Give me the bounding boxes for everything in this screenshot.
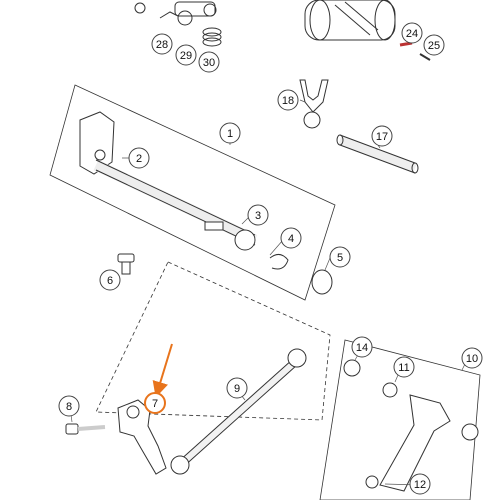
assembly-box-1 xyxy=(49,84,336,301)
svg-text:4: 4 xyxy=(288,233,294,245)
assembly-box-10 xyxy=(319,339,481,500)
callout-6: 6 xyxy=(99,269,121,291)
shift-drum-part xyxy=(304,0,396,41)
svg-text:2: 2 xyxy=(136,153,142,165)
shaft-part xyxy=(336,134,419,174)
svg-text:14: 14 xyxy=(356,342,368,354)
callout-3: 3 xyxy=(247,204,269,226)
svg-text:10: 10 xyxy=(466,353,478,365)
top-small-parts xyxy=(134,0,431,174)
svg-text:11: 11 xyxy=(398,362,409,374)
callout-1: 1 xyxy=(219,122,241,144)
svg-text:9: 9 xyxy=(234,383,240,395)
callout-18: 18 xyxy=(277,89,299,111)
svg-text:12: 12 xyxy=(414,479,426,491)
callout-28: 28 xyxy=(151,33,173,55)
callout-17: 17 xyxy=(371,125,393,147)
svg-text:17: 17 xyxy=(376,131,388,143)
callout-12: 12 xyxy=(409,473,431,495)
callout-8: 8 xyxy=(58,395,80,417)
svg-text:7: 7 xyxy=(152,398,158,410)
svg-text:6: 6 xyxy=(107,275,113,287)
callout-25: 25 xyxy=(423,34,445,56)
svg-text:5: 5 xyxy=(337,252,343,264)
svg-text:1: 1 xyxy=(227,128,233,140)
spring-part xyxy=(202,27,222,47)
callout-5: 5 xyxy=(329,246,351,268)
svg-text:28: 28 xyxy=(156,39,168,51)
callout-2: 2 xyxy=(128,147,150,169)
callout-24: 24 xyxy=(401,22,423,44)
svg-text:30: 30 xyxy=(203,57,215,69)
svg-text:8: 8 xyxy=(66,401,72,413)
assembly-box-dashed xyxy=(95,261,331,421)
shift-lever-part-7 xyxy=(65,399,167,475)
shift-shaft-assembly xyxy=(79,111,333,295)
bolt-part-6 xyxy=(117,253,135,275)
shift-fork-part xyxy=(299,79,329,129)
callout-9: 9 xyxy=(226,377,248,399)
shift-pedal-part xyxy=(343,359,479,492)
callout-7: 7 xyxy=(144,392,166,414)
svg-text:25: 25 xyxy=(428,40,440,52)
svg-text:18: 18 xyxy=(282,95,294,107)
callout-14: 14 xyxy=(351,336,373,358)
callout-29: 29 xyxy=(175,44,197,66)
svg-text:29: 29 xyxy=(180,50,192,62)
highlight-arrow xyxy=(152,343,173,398)
svg-text:3: 3 xyxy=(255,210,261,222)
callout-10: 10 xyxy=(461,347,483,369)
shift-rod-part-9 xyxy=(170,348,307,475)
callout-4: 4 xyxy=(280,227,302,249)
callout-30: 30 xyxy=(198,51,220,73)
svg-text:24: 24 xyxy=(406,28,418,40)
callout-11: 11 xyxy=(393,356,415,378)
